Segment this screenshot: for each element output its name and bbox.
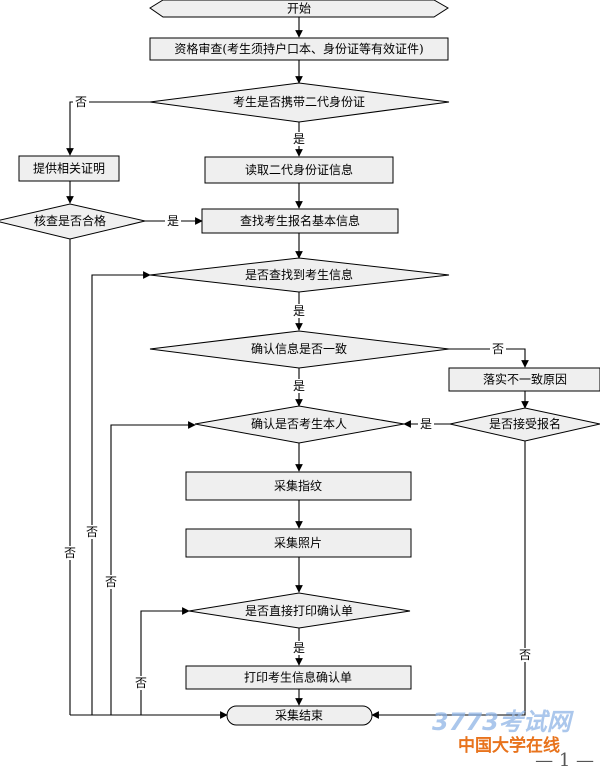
no-label-accept: 否	[519, 648, 531, 662]
print-directly-decision	[188, 592, 411, 629]
yes-label-qualified: 是	[167, 214, 179, 228]
carry-id-card-label: 考生是否携带二代身份证	[233, 94, 365, 109]
found-info-decision	[149, 257, 450, 293]
no-label-found: 否	[86, 525, 98, 539]
implement-reason-label: 落实不一致原因	[483, 372, 567, 387]
collect-photo-box	[185, 528, 412, 558]
node-labels: 开始 资格审查(考生须持户口本、身份证等有效证件) 考生是否携带二代身份证 提供…	[33, 2, 567, 723]
start-node	[149, 0, 449, 18]
find-basic-info-label: 查找考生报名基本信息	[240, 213, 360, 228]
confirm-self-label: 确认是否考生本人	[251, 417, 347, 431]
find-basic-info-box	[201, 208, 399, 234]
provide-certificate-label: 提供相关证明	[33, 161, 105, 176]
no-label-qualified: 否	[64, 546, 76, 560]
collect-fingerprint-box	[185, 471, 412, 501]
confirm-consistent-decision	[149, 330, 450, 369]
watermark-site: 3773考试网	[432, 708, 575, 736]
watermark: 3773考试网 中国大学在线	[432, 708, 575, 756]
carry-id-card-decision	[149, 82, 450, 123]
edge-accept-no	[371, 441, 526, 719]
collect-fingerprint-label: 采集指纹	[274, 478, 322, 493]
confirm-consistent-label: 确认信息是否一致	[251, 341, 347, 356]
start-label: 开始	[287, 2, 311, 16]
no-label-self: 否	[105, 575, 117, 589]
shapes	[0, 0, 600, 726]
check-qualified-decision	[0, 203, 146, 240]
end-node	[226, 705, 373, 726]
edge-labels: 否 是 是 是 否 是 是 是 否 否 否 否 否	[62, 95, 533, 690]
qualification-check-box	[149, 37, 449, 61]
yes-label-accept: 是	[420, 417, 432, 431]
no-label-consistent: 否	[492, 342, 504, 356]
yes-label-found: 是	[293, 304, 305, 318]
edge-found-no-loop	[91, 271, 151, 715]
edge-print-no-loop	[140, 607, 190, 715]
collect-photo-label: 采集照片	[274, 535, 322, 550]
print-directly-label: 是否直接打印确认单	[245, 603, 353, 618]
watermark-sub: 中国大学在线	[458, 735, 560, 756]
edge-carry-no	[66, 101, 150, 156]
check-qualified-label: 核查是否合格	[34, 213, 106, 228]
yes-label-consistent: 是	[293, 379, 305, 393]
qualification-check-label: 资格审查(考生须持户口本、身份证等有效证件)	[174, 41, 423, 56]
yes-label-carry: 是	[293, 132, 305, 146]
provide-certificate-box	[18, 155, 120, 182]
edge-consistent-no	[449, 348, 529, 368]
implement-reason-box	[448, 367, 600, 392]
no-label-carry: 否	[75, 95, 87, 109]
no-label-print: 否	[135, 676, 147, 690]
read-id-card-box	[204, 156, 394, 184]
print-confirmation-box	[185, 665, 412, 690]
confirm-self-decision	[194, 405, 405, 444]
yes-label-print: 是	[293, 641, 305, 655]
end-label: 采集结束	[275, 708, 323, 723]
edge-self-no-loop	[110, 421, 196, 715]
found-info-label: 是否查找到考生信息	[245, 267, 353, 282]
page-number: — 1 —	[535, 750, 594, 771]
accept-registration-decision	[449, 407, 600, 442]
print-confirmation-label: 打印考生信息确认单	[244, 670, 352, 685]
accept-registration-label: 是否接受报名	[489, 416, 561, 431]
read-id-card-label: 读取二代身份证信息	[245, 162, 353, 177]
